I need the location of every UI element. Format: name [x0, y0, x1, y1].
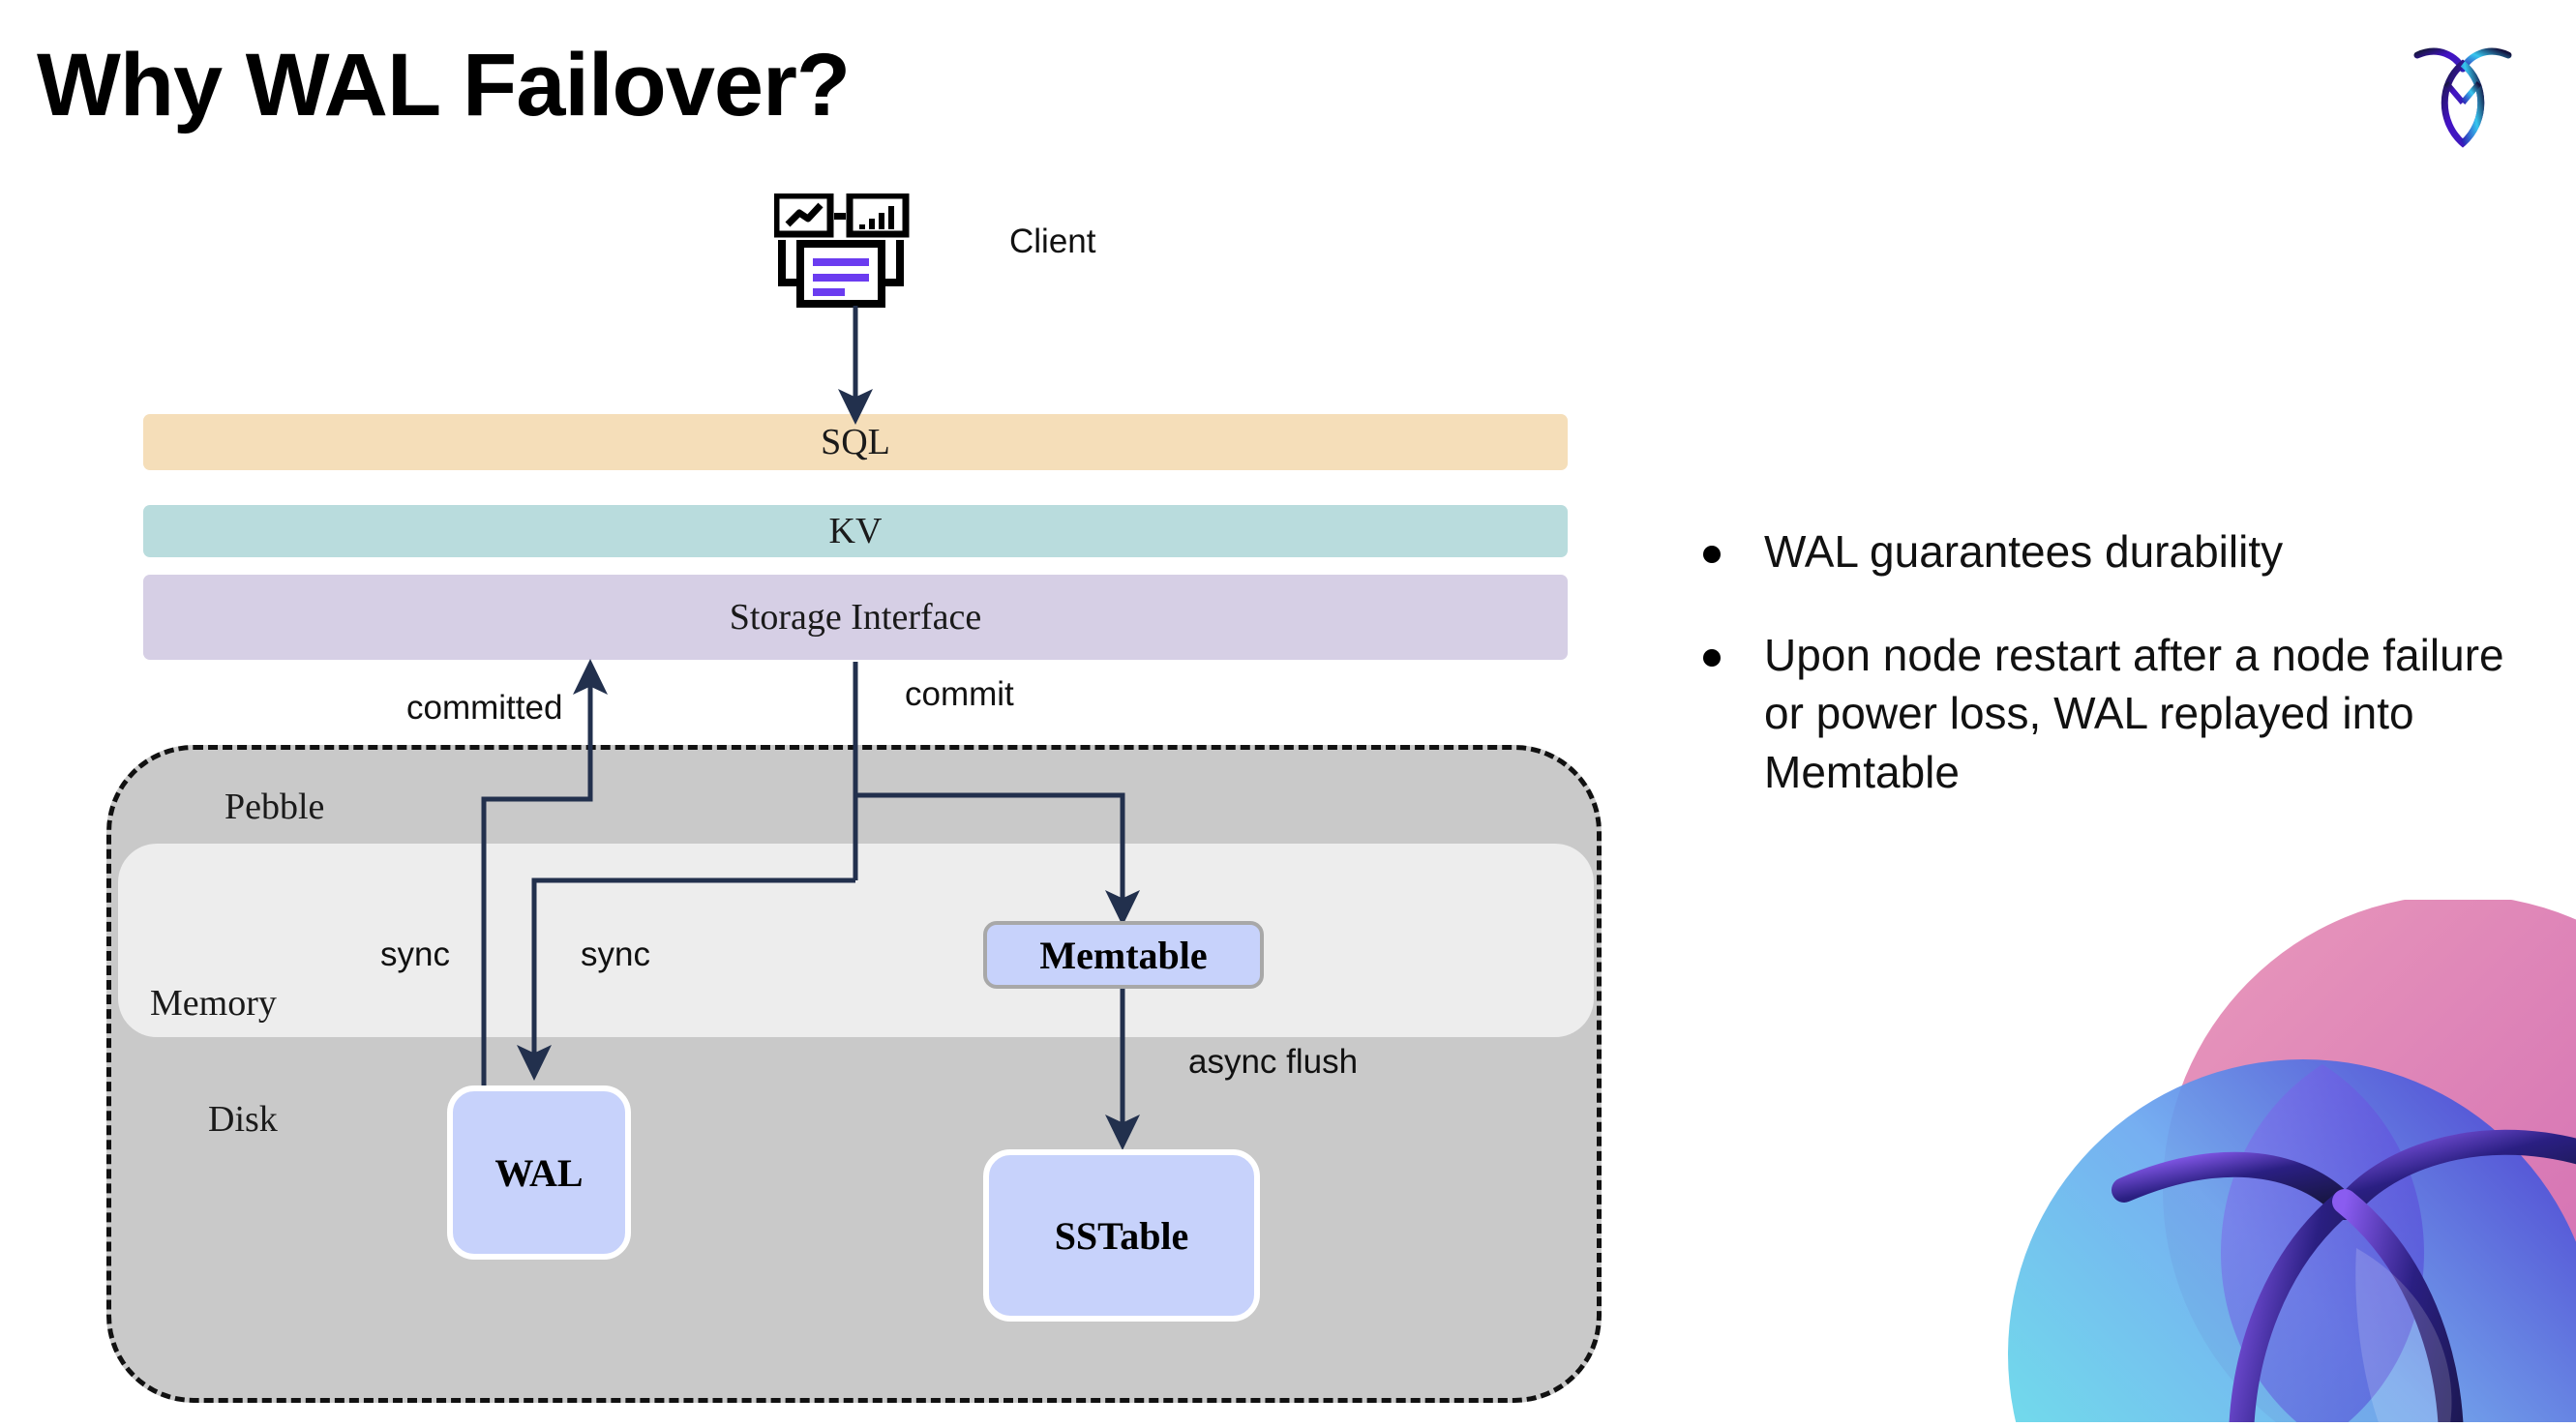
cockroachdb-logo-icon	[2410, 37, 2516, 148]
client-label: Client	[1009, 223, 1096, 260]
layer-bar-storage-interface[interactable]: Storage Interface	[143, 575, 1568, 660]
architecture-diagram: Client Pebble Memory Disk SQL KV Storage…	[106, 192, 1602, 1403]
disk-label: Disk	[208, 1099, 278, 1140]
connector-wires	[481, 306, 1140, 1151]
bullet-text: WAL guarantees durability	[1764, 526, 2284, 577]
bullet-list: WAL guarantees durability Upon node rest…	[1703, 522, 2506, 847]
client-dashboard-icon	[772, 192, 929, 310]
edge-label-sync-a: sync	[380, 936, 450, 973]
layer-bar-sql-label: SQL	[821, 422, 890, 462]
layer-bar-kv-label: KV	[828, 511, 883, 551]
list-item: Upon node restart after a node failure o…	[1703, 626, 2506, 802]
node-memtable-label: Memtable	[1039, 933, 1208, 977]
bullet-dot-icon	[1703, 546, 1721, 563]
edge-label-async-flush: async flush	[1188, 1043, 1359, 1081]
edge-label-commit: commit	[905, 675, 1014, 713]
bullet-text: Upon node restart after a node failure o…	[1764, 629, 2504, 798]
pebble-label: Pebble	[225, 787, 325, 827]
node-sstable-label: SSTable	[1054, 1213, 1189, 1258]
edge-label-committed: committed	[406, 689, 563, 727]
bullet-dot-icon	[1703, 648, 1721, 667]
node-wal[interactable]: WAL	[447, 1085, 631, 1260]
node-wal-label: WAL	[494, 1150, 584, 1195]
node-sstable[interactable]: SSTable	[983, 1149, 1260, 1322]
layer-bar-storage-label: Storage Interface	[729, 597, 982, 638]
page-title: Why WAL Failover?	[37, 36, 851, 134]
memory-label: Memory	[150, 983, 277, 1024]
node-memtable[interactable]: Memtable	[983, 921, 1264, 989]
edge-label-sync-b: sync	[581, 936, 650, 973]
cockroachdb-decorative-circles	[1916, 900, 2576, 1422]
list-item: WAL guarantees durability	[1703, 522, 2506, 581]
layer-bar-kv[interactable]: KV	[143, 505, 1568, 557]
